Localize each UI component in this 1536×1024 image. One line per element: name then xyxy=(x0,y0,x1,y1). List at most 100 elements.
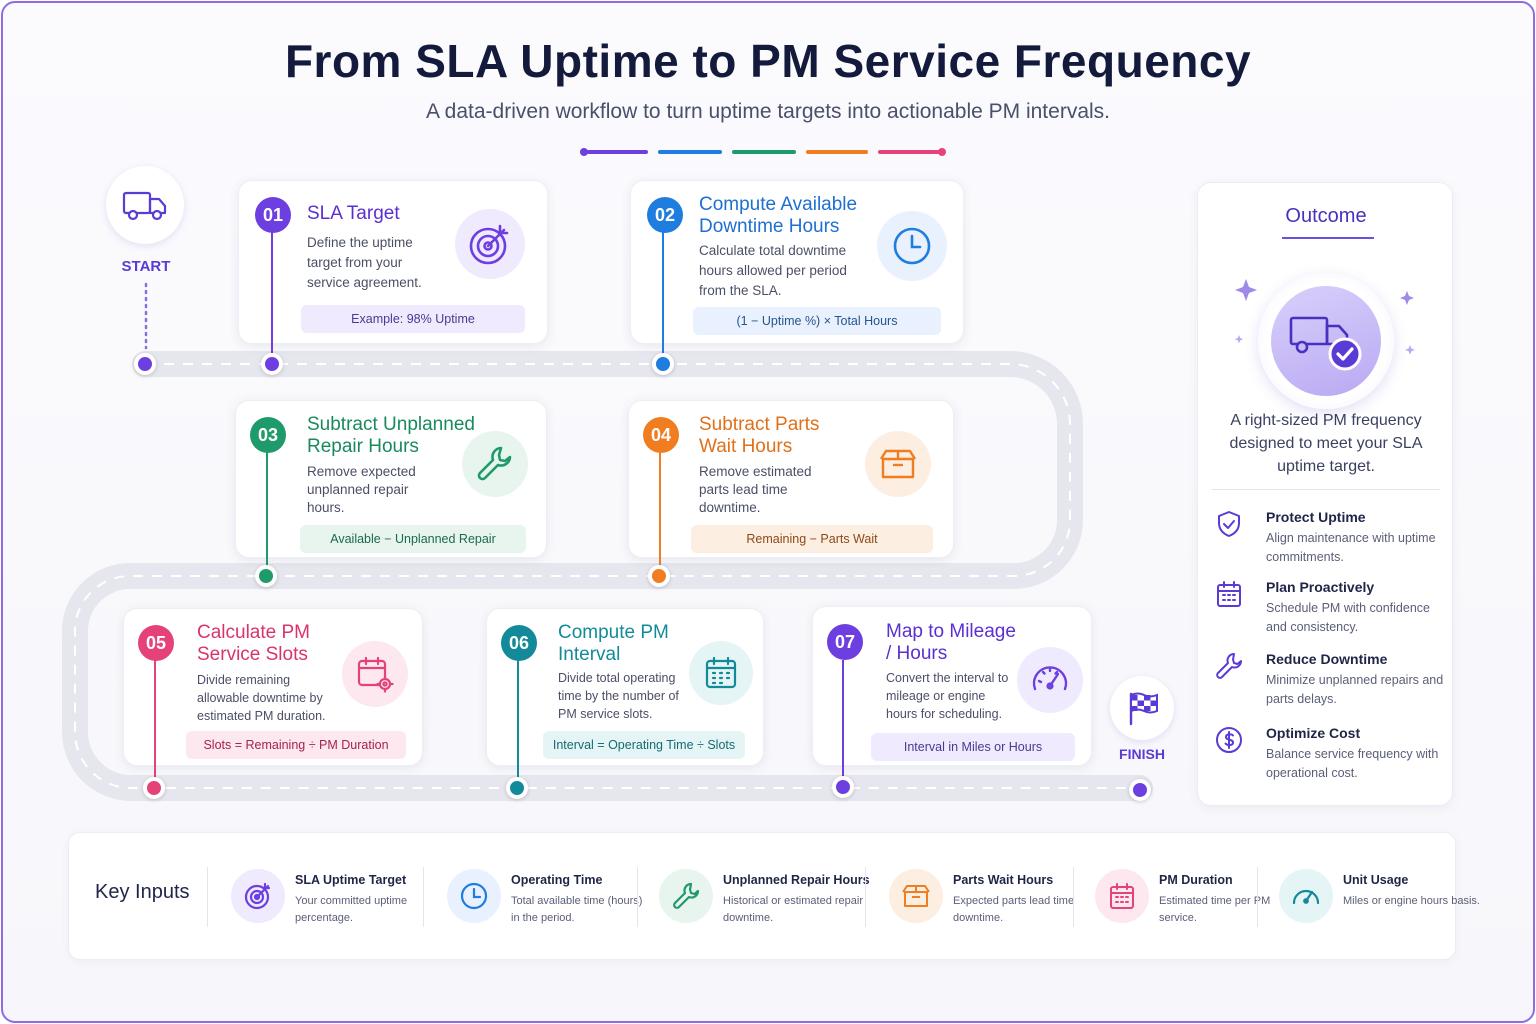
clock-icon xyxy=(447,869,501,923)
finish-marker xyxy=(1110,676,1174,740)
step-number: 07 xyxy=(827,624,863,660)
step-title: Subtract Unplanned Repair Hours xyxy=(307,414,475,457)
calendar-icon xyxy=(689,641,753,705)
step-connector xyxy=(662,232,664,360)
step-card-06: 06 Compute PM Interval Divide total oper… xyxy=(486,608,764,766)
target-icon xyxy=(455,209,525,279)
divider xyxy=(637,867,638,927)
page-subtitle: A data-driven workflow to turn uptime ta… xyxy=(426,100,1110,123)
speedometer-icon xyxy=(1017,647,1083,713)
step-connector xyxy=(842,660,844,782)
step-formula: Remaining − Parts Wait xyxy=(691,525,933,553)
step-connector xyxy=(154,660,156,782)
checkered-flag-icon xyxy=(1129,692,1158,726)
divider xyxy=(423,867,424,927)
step-dot-04 xyxy=(648,565,670,587)
key-input-description: Your committed uptime percentage. xyxy=(295,895,408,924)
wrench-icon xyxy=(1216,653,1242,679)
truck-check-icon xyxy=(1289,316,1362,371)
benefit-description: Schedule PM with confidence and consiste… xyxy=(1266,601,1430,634)
step-description: Divide remaining allowable downtime by e… xyxy=(197,673,326,723)
step-title: SLA Target xyxy=(307,203,400,224)
wrench-icon xyxy=(659,869,713,923)
step-description: Convert the interval to mileage or engin… xyxy=(886,671,1009,721)
key-input-sla-uptime-target: SLA Uptime Target Your committed uptime … xyxy=(231,863,441,933)
step-description: Define the uptime target from your servi… xyxy=(307,235,422,290)
calendar-icon xyxy=(1095,869,1149,923)
divider xyxy=(865,867,866,927)
key-input-operating-time: Operating Time Total available time (hou… xyxy=(447,863,657,933)
key-input-name: Unplanned Repair Hours xyxy=(723,873,870,887)
key-input-name: Parts Wait Hours xyxy=(953,873,1054,887)
start-dot xyxy=(134,353,156,375)
calendar-icon xyxy=(1217,581,1241,607)
step-description: Remove expected unplanned repair hours. xyxy=(307,464,416,515)
key-input-parts-wait-hours: Parts Wait Hours Expected parts lead tim… xyxy=(889,863,1099,933)
step-card-07: 07 Map to Mileage / Hours Convert the in… xyxy=(812,606,1092,766)
finish-dot xyxy=(1129,779,1151,801)
step-connector xyxy=(266,452,268,572)
start-marker xyxy=(106,166,184,244)
key-input-description: Estimated time per PM service. xyxy=(1159,895,1271,924)
key-input-description: Miles or engine hours basis. xyxy=(1343,895,1480,907)
step-formula: Interval = Operating Time ÷ Slots xyxy=(543,731,745,759)
key-input-name: PM Duration xyxy=(1159,873,1233,887)
step-formula: (1 − Uptime %) × Total Hours xyxy=(693,307,941,335)
step-connector xyxy=(517,660,519,782)
divider xyxy=(1257,867,1258,927)
step-card-03: 03 Subtract Unplanned Repair Hours Remov… xyxy=(235,400,547,558)
step-number: 03 xyxy=(250,417,286,453)
step-card-01: 01 SLA Target Define the uptime target f… xyxy=(238,180,548,344)
key-input-unplanned-repair-hours: Unplanned Repair Hours Historical or est… xyxy=(659,863,870,933)
step-card-04: 04 Subtract Parts Wait Hours Remove esti… xyxy=(628,400,954,558)
step-description: Remove estimated parts lead time downtim… xyxy=(699,464,812,515)
step-title: Subtract Parts Wait Hours xyxy=(699,414,820,457)
step-description: Divide total operating time by the numbe… xyxy=(558,671,679,721)
step-number: 01 xyxy=(255,197,291,233)
outcome-truck-badge xyxy=(1258,273,1394,409)
wrench-icon xyxy=(462,431,528,497)
target-icon xyxy=(231,869,285,923)
dollar-icon xyxy=(1216,727,1242,753)
step-dot-05 xyxy=(143,777,165,799)
step-dot-06 xyxy=(506,777,528,799)
box-icon xyxy=(889,869,943,923)
step-formula: Available − Unplanned Repair xyxy=(300,525,526,553)
step-title: Compute PM Interval xyxy=(558,622,669,665)
step-number: 02 xyxy=(647,197,683,233)
key-input-pm-duration: PM Duration Estimated time per PM servic… xyxy=(1095,863,1305,933)
divider xyxy=(1073,867,1074,927)
key-input-name: Unit Usage xyxy=(1343,873,1409,887)
benefit-title: Protect Uptime xyxy=(1266,509,1366,525)
step-title: Calculate PM Service Slots xyxy=(197,622,310,665)
step-card-05: 05 Calculate PM Service Slots Divide rem… xyxy=(123,608,423,766)
key-input-unit-usage: Unit Usage Miles or engine hours basis. xyxy=(1279,863,1489,933)
outcome-title: Outcome xyxy=(1285,205,1367,227)
step-number: 05 xyxy=(138,625,174,661)
finish-label: FINISH xyxy=(1119,746,1165,762)
benefit-title: Reduce Downtime xyxy=(1266,651,1388,667)
accent-divider xyxy=(580,148,960,156)
divider xyxy=(207,867,208,927)
step-connector xyxy=(271,232,273,360)
benefit-description: Balance service frequency with operation… xyxy=(1266,747,1439,780)
step-title: Compute Available Downtime Hours xyxy=(699,194,858,237)
step-dot-07 xyxy=(832,776,854,798)
clock-icon xyxy=(877,211,947,281)
step-formula: Slots = Remaining ÷ PM Duration xyxy=(186,731,406,759)
step-number: 04 xyxy=(643,417,679,453)
outcome-underline xyxy=(1282,237,1374,239)
key-input-name: Operating Time xyxy=(511,873,603,887)
key-inputs-title: Key Inputs xyxy=(95,881,190,903)
step-dot-02 xyxy=(652,353,674,375)
key-input-description: Historical or estimated repair downtime. xyxy=(723,895,863,924)
step-card-02: 02 Compute Available Downtime Hours Calc… xyxy=(630,180,964,344)
step-connector xyxy=(659,452,661,572)
benefit-description: Minimize unplanned repairs and parts del… xyxy=(1266,673,1444,706)
box-icon xyxy=(865,431,931,497)
benefit-title: Optimize Cost xyxy=(1266,725,1361,741)
key-input-name: SLA Uptime Target xyxy=(295,873,407,887)
step-formula: Interval in Miles or Hours xyxy=(871,733,1075,761)
step-title: Map to Mileage / Hours xyxy=(886,621,1016,664)
